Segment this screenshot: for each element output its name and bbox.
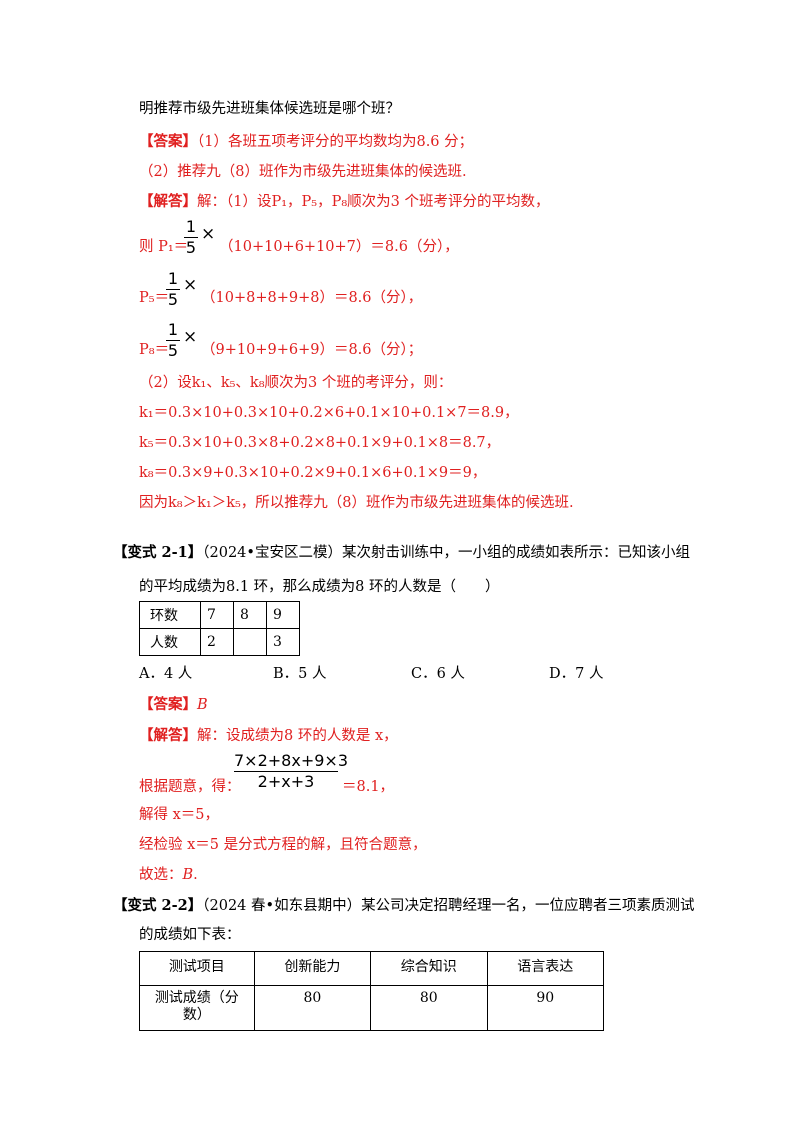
- table-cell: 环数: [139, 601, 201, 629]
- equation-fraction: 7×2+8x+9×3 2+x+3: [234, 751, 348, 791]
- part2-intro: （2）设k₁、k₅、k₈顺次为3 个班的考评分，则：: [139, 375, 453, 391]
- equation-prefix: 根据题意，得：: [139, 779, 241, 795]
- q21-solution-label: 【解答】: [139, 727, 197, 744]
- fraction-one-fifth: 1 5: [184, 217, 198, 257]
- table-cell: 测试成绩（分数）: [139, 985, 255, 1031]
- q21-solution-line-4: 经检验 x＝5 是分式方程的解，且符合题意，: [139, 837, 427, 853]
- q21-answer-label: 【答案】: [139, 696, 197, 713]
- answer-line-1: 【答案】（1）各班五项考评分的平均数均为8.6 分；: [139, 133, 474, 150]
- k8-line: k₈＝0.3×9+0.3×10+0.2×9+0.1×6+0.1×9＝9，: [139, 465, 487, 481]
- q22-label: 【变式 2-2】: [113, 897, 203, 914]
- conclusion-line: 因为k₈＞k₁＞k₅，所以推荐九（8）班作为市级先进班集体的候选班.: [139, 495, 574, 511]
- option-a[interactable]: A．4 人: [139, 666, 193, 682]
- fraction-one-fifth: 1 5: [166, 269, 180, 309]
- table-cell: 语言表达: [486, 951, 605, 986]
- table-cell: 80: [253, 985, 372, 1031]
- option-d[interactable]: D．7 人: [549, 666, 604, 682]
- p1-expression: （10+10+6+10+7）＝8.6（分），: [219, 239, 459, 255]
- q21-answer: 【答案】B: [139, 696, 208, 714]
- times-sign: ×: [201, 224, 216, 244]
- answer-label: 【答案】: [139, 133, 197, 150]
- table-row: 测试成绩（分数） 80 80 90: [139, 985, 605, 1031]
- q21-line-1: 【变式 2-1】（2024•宝安区二模）某次射击训练中，一小组的成绩如表所示：已…: [113, 544, 690, 561]
- table-row: 环数 7 8 9: [139, 601, 300, 629]
- table-cell: 8: [233, 601, 267, 629]
- q22-line-2: 的成绩如下表：: [139, 927, 241, 943]
- option-c[interactable]: C．6 人: [411, 666, 465, 682]
- q21-line-2: 的平均成绩为8.1 环，那么成绩为8 环的人数是（ ）: [139, 579, 500, 595]
- table-cell: 9: [266, 601, 300, 629]
- table-cell: 测试项目: [139, 951, 255, 986]
- table-cell: [233, 628, 267, 656]
- table-cell: 创新能力: [253, 951, 372, 986]
- table-cell: 3: [266, 628, 300, 656]
- solution-intro: 【解答】解：（1）设P₁，P₅，P₈顺次为3 个班考评分的平均数，: [139, 193, 550, 210]
- table-row: 人数 2 3: [139, 628, 300, 656]
- table-cell: 80: [370, 985, 488, 1031]
- q22-line-1: 【变式 2-2】（2024 春•如东县期中）某公司决定招聘经理一名，一位应聘者三…: [113, 897, 695, 914]
- q21-solution-line-3: 解得 x＝5，: [139, 807, 220, 823]
- test-score-table: 测试项目 创新能力 综合知识 语言表达 测试成绩（分数） 80 80 90: [139, 951, 605, 1031]
- table-cell: 人数: [139, 628, 201, 656]
- p8-prefix: P₈＝: [139, 342, 170, 358]
- answer-line-2: （2）推荐九（8）班作为市级先进班集体的候选班.: [139, 164, 467, 180]
- p5-expression: （10+8+8+9+8）＝8.6（分），: [201, 290, 423, 306]
- q21-solution-line-1: 【解答】解：设成绩为8 环的人数是 x，: [139, 727, 398, 744]
- times-sign: ×: [183, 327, 198, 347]
- table-row: 测试项目 创新能力 综合知识 语言表达: [139, 951, 605, 986]
- solution-label: 【解答】: [139, 193, 197, 210]
- score-table: 环数 7 8 9 人数 2 3: [139, 601, 300, 656]
- k5-line: k₅＝0.3×10+0.3×8+0.2×8+0.1×9+0.1×8＝8.7，: [139, 435, 501, 451]
- p5-prefix: P₅＝: [139, 290, 170, 306]
- k1-line: k₁＝0.3×10+0.3×10+0.2×6+0.1×10+0.1×7＝8.9，: [139, 405, 519, 421]
- table-cell: 90: [486, 985, 605, 1031]
- fraction-one-fifth: 1 5: [166, 320, 180, 360]
- option-b[interactable]: B．5 人: [273, 666, 327, 682]
- table-cell: 2: [200, 628, 234, 656]
- p1-prefix: 则 P₁＝: [139, 239, 189, 255]
- q21-solution-line-5: 故选：B.: [139, 867, 198, 883]
- q21-answer-value: B: [197, 697, 208, 713]
- q21-label: 【变式 2-1】: [113, 544, 203, 561]
- intro-line: 明推荐市级先进班集体候选班是哪个班？: [139, 101, 400, 117]
- table-cell: 综合知识: [370, 951, 488, 986]
- p8-expression: （9+10+9+6+9）＝8.6（分）；: [201, 342, 423, 358]
- equation-rest: ＝8.1，: [342, 779, 395, 795]
- times-sign: ×: [183, 275, 198, 295]
- table-cell: 7: [200, 601, 234, 629]
